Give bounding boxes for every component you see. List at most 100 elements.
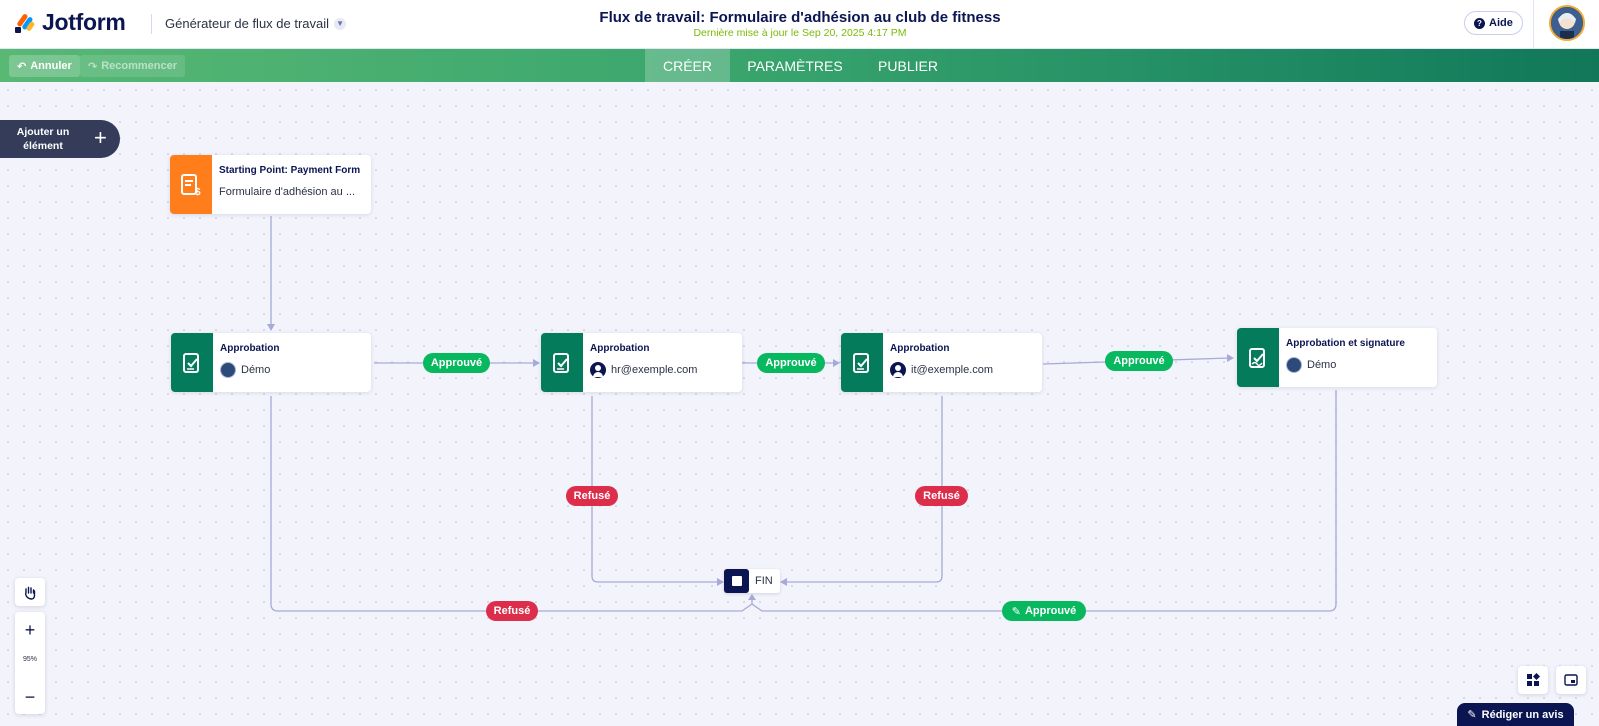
zoom-in-button[interactable]: + [24, 619, 36, 640]
builder-navbar: ↶ Annuler ↷ Recommencer CRÉER PARAMÈTRES… [0, 49, 1599, 82]
assignee-name: Démo [241, 364, 271, 376]
approval-node-2[interactable]: Approbation hr@exemple.com [541, 333, 742, 392]
tab-settings[interactable]: PARAMÈTRES [740, 49, 850, 82]
payment-form-icon: $ [170, 155, 212, 214]
refused-badge[interactable]: Refusé [486, 601, 538, 621]
tab-publish[interactable]: PUBLIER [870, 49, 946, 82]
refused-label: Refusé [923, 490, 960, 502]
refused-badge[interactable]: Refusé [566, 486, 618, 506]
avatar [1286, 357, 1302, 373]
start-node-form-name: Formulaire d'adhésion au ... [219, 186, 356, 198]
hand-icon [24, 586, 36, 600]
page-title: Flux de travail: Formulaire d'adhésion a… [599, 9, 1001, 26]
pan-hand-button[interactable] [15, 578, 45, 606]
user-icon [890, 362, 906, 378]
undo-icon: ↶ [17, 60, 27, 73]
approved-label: Approuvé [430, 357, 483, 369]
assignee-email: it@exemple.com [911, 364, 994, 376]
signature-icon: ✎ [1011, 605, 1021, 618]
approval-node-2-title: Approbation [590, 343, 650, 354]
start-node-body: Starting Point: Payment Form Formulaire … [212, 155, 371, 214]
undo-label: Annuler [30, 60, 72, 72]
approval-node-1[interactable]: Approbation Démo [171, 333, 371, 392]
end-node[interactable]: FIN [724, 569, 780, 593]
approval-signature-svg [1249, 347, 1265, 368]
jotform-logo-icon [15, 13, 35, 33]
approval-signature-node[interactable]: Approbation et signature Démo [1237, 328, 1437, 387]
approved-label: Approuvé [765, 357, 817, 369]
approved-badge[interactable]: Approuvé [757, 353, 825, 373]
help-label: Aide [1489, 17, 1513, 29]
approval-signature-icon [1237, 328, 1279, 387]
top-header: Jotform Générateur de flux de travail ▼ … [0, 0, 1599, 49]
app-switcher-label: Générateur de flux de travail [165, 16, 330, 31]
avatar-illustration [1551, 7, 1583, 39]
add-element-button[interactable]: Ajouter un élément + [0, 120, 120, 158]
help-icon: ? [1474, 17, 1485, 29]
layout-grid-icon [1527, 673, 1540, 686]
feedback-button[interactable]: ✎ Rédiger un avis [1457, 703, 1574, 726]
app-switcher-dropdown[interactable]: Générateur de flux de travail ▼ [165, 16, 347, 31]
svg-text:$: $ [195, 187, 201, 197]
approved-badge[interactable]: Approuvé [1105, 351, 1173, 371]
logo-text: Jotform [42, 9, 126, 35]
layout-button[interactable] [1518, 666, 1548, 694]
approval-icon [541, 333, 583, 392]
start-node-title: Starting Point: Payment Form [219, 165, 361, 176]
header-divider [151, 14, 152, 34]
approval-svg [183, 352, 199, 373]
approval-node-3-assignee: it@exemple.com [890, 362, 1042, 378]
tab-create[interactable]: CRÉER [645, 49, 730, 82]
redo-icon: ↷ [88, 60, 98, 73]
approval-node-3[interactable]: Approbation it@exemple.com [841, 333, 1042, 392]
zoom-controls: + 95% − [15, 612, 45, 714]
redo-label: Recommencer [101, 60, 178, 72]
last-updated-text: Dernière mise à jour le Sep 20, 2025 4:1… [693, 27, 907, 39]
user-icon [590, 362, 606, 378]
refused-label: Refusé [493, 605, 531, 617]
refused-label: Refusé [573, 490, 611, 502]
undo-button[interactable]: ↶ Annuler [9, 55, 80, 77]
approval-node-3-body: Approbation it@exemple.com [883, 333, 1042, 392]
assignee-name: Démo [1307, 359, 1337, 371]
approval-icon [171, 333, 213, 392]
tab-publish-label: PUBLIER [878, 57, 938, 74]
minimap-button[interactable] [1556, 666, 1586, 694]
approved-label: Approuvé [1024, 605, 1077, 617]
redo-button[interactable]: ↷ Recommencer [80, 55, 186, 77]
approval-signature-node-body: Approbation et signature Démo [1279, 328, 1437, 387]
workflow-title-block: Flux de travail: Formulaire d'adhésion a… [500, 9, 1100, 39]
approval-node-1-title: Approbation [220, 343, 280, 354]
end-node-label: FIN [755, 575, 773, 587]
user-avatar[interactable] [1549, 5, 1585, 41]
approved-label: Approuvé [1113, 355, 1165, 367]
approved-badge[interactable]: Approuvé [423, 353, 490, 373]
approval-signature-node-title: Approbation et signature [1286, 338, 1405, 349]
approval-node-2-body: Approbation hr@exemple.com [583, 333, 742, 392]
minimap-icon [1564, 674, 1578, 686]
approval-svg [853, 352, 869, 373]
jotform-logo[interactable]: Jotform [14, 9, 126, 36]
approval-svg [553, 352, 569, 373]
chevron-down-icon: ▼ [334, 17, 347, 30]
plus-icon: + [94, 125, 107, 150]
zoom-out-button[interactable]: − [24, 686, 36, 707]
approval-node-2-assignee: hr@exemple.com [590, 362, 742, 378]
refused-badge[interactable]: Refusé [915, 486, 968, 506]
approval-node-1-body: Approbation Démo [213, 333, 371, 392]
stop-icon [724, 569, 749, 593]
add-element-label: Ajouter un élément [16, 126, 70, 152]
approval-node-1-assignee: Démo [220, 362, 371, 378]
tab-settings-label: PARAMÈTRES [747, 57, 843, 74]
approved-signed-badge[interactable]: ✎ Approuvé [1002, 601, 1086, 621]
approval-node-3-title: Approbation [890, 343, 950, 354]
header-divider-right [1533, 0, 1534, 49]
avatar [220, 362, 236, 378]
assignee-email: hr@exemple.com [611, 364, 698, 376]
feedback-icon: ✎ [1467, 709, 1477, 721]
approval-signature-node-assignee: Démo [1286, 357, 1437, 373]
start-node[interactable]: $ Starting Point: Payment Form Formulair… [170, 155, 371, 214]
approval-icon [841, 333, 883, 392]
tab-create-label: CRÉER [662, 57, 712, 74]
help-button[interactable]: ? Aide [1464, 11, 1523, 35]
